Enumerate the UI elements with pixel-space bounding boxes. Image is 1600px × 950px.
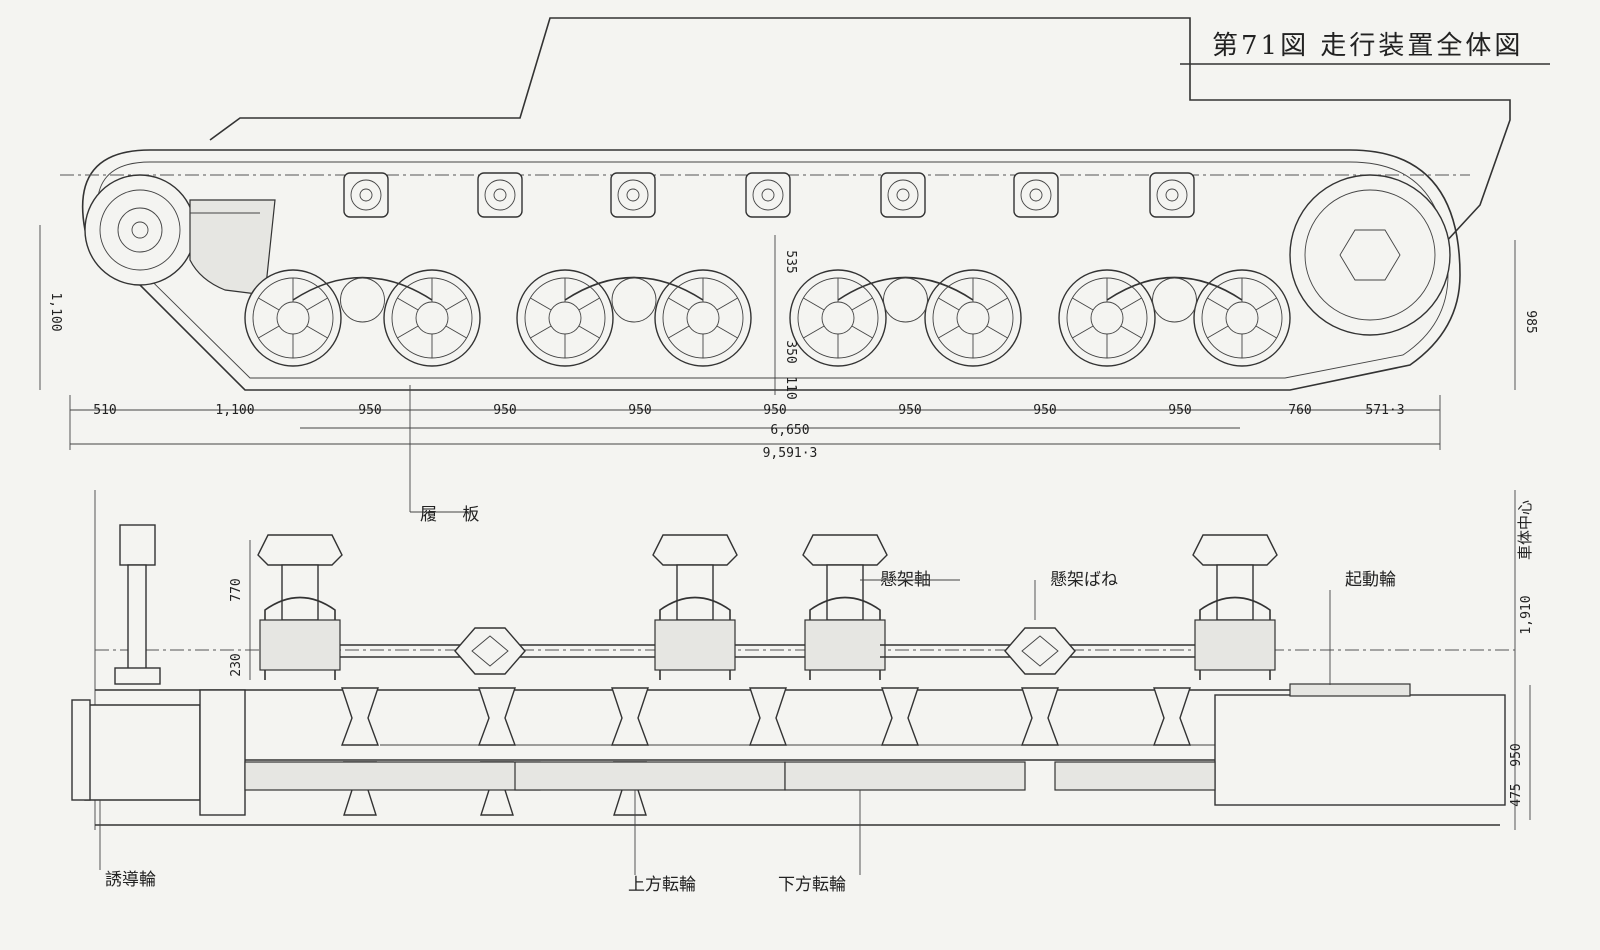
suspension-spring-label: 懸架ばね	[1050, 570, 1118, 590]
bogie-bracket-plan	[1192, 534, 1278, 680]
drive-wheel-label: 起動輪	[1345, 570, 1396, 590]
plan-view: 770 230 950 475 1,910 車体中心 履 板 懸架軸 懸架ばね …	[71, 490, 1534, 895]
bottom-dim: 510	[93, 403, 116, 418]
return-roller	[610, 172, 656, 218]
roller-plan	[340, 687, 380, 746]
roller-plan	[880, 687, 920, 746]
center-dim-a: 535	[783, 250, 798, 273]
bottom-dim: 950	[493, 403, 516, 418]
bottom-dim: 950	[628, 403, 651, 418]
vehicle-center-label: 車体中心	[1516, 500, 1534, 560]
spring-housing-plan	[454, 627, 526, 675]
suspension-spring-plan	[735, 644, 805, 658]
bogie-arm-side	[292, 276, 433, 323]
bottom-dim: 950	[358, 403, 381, 418]
road-wheel	[1193, 269, 1291, 367]
upper-roller-label: 上方転輪	[628, 875, 696, 895]
road-wheel	[1058, 269, 1156, 367]
total-length-dim: 9,591·3	[763, 446, 818, 461]
wheelbase-dim: 6,650	[770, 423, 809, 438]
idler-assembly-plan	[71, 524, 246, 816]
track-plate-label: 履 板	[420, 505, 489, 525]
bogie-bracket-plan	[652, 534, 738, 680]
height-770-dim: 770	[229, 578, 244, 601]
roller-plan	[610, 687, 650, 746]
drawing-title: 第71図 走行装置全体図	[1180, 31, 1550, 65]
roller-plan	[1020, 687, 1060, 746]
return-roller	[343, 172, 389, 218]
bogie-bracket-plan	[257, 534, 343, 680]
bottom-dim: 760	[1288, 403, 1311, 418]
lower-roller-label: 下方転輪	[778, 875, 846, 895]
road-wheel	[654, 269, 752, 367]
center-1910-dim: 1,910	[1519, 595, 1534, 634]
road-wheel	[516, 269, 614, 367]
bottom-dim: 1,100	[215, 403, 254, 418]
idler-wheel-label: 誘導輪	[105, 870, 156, 890]
title-text: 第71図 走行装置全体図	[1212, 31, 1523, 61]
road-wheel	[924, 269, 1022, 367]
roller-plan	[1152, 687, 1192, 746]
idler-wheel-side	[84, 174, 276, 296]
bottom-dim: 950	[898, 403, 921, 418]
bogie-arm-side	[564, 276, 704, 323]
drive-sprocket-plan	[1214, 683, 1506, 806]
return-roller	[477, 172, 523, 218]
bottom-dim: 950	[1168, 403, 1191, 418]
track-outline	[81, 149, 1461, 391]
return-roller	[1149, 172, 1195, 218]
roller-plan	[748, 687, 788, 746]
return-roller	[1013, 172, 1059, 218]
road-wheel	[383, 269, 481, 367]
side-view: 510 1,100 950 950 950 950 950 950 950 760 571·3 1,…	[39, 17, 1538, 461]
road-wheel	[244, 269, 342, 367]
height-230-dim: 230	[229, 653, 244, 676]
return-roller	[880, 172, 926, 218]
width-950-dim: 950	[1509, 743, 1524, 766]
drive-sprocket-side	[1289, 174, 1451, 336]
return-rollers-side	[343, 172, 1195, 218]
width-475-dim: 475	[1509, 783, 1524, 806]
bottom-dim: 571·3	[1365, 403, 1404, 418]
center-dim-c: 110	[783, 376, 798, 399]
bogie-arm-side	[837, 276, 974, 323]
right-height-dim: 985	[1523, 310, 1538, 333]
bogie-bracket-plan	[802, 534, 888, 680]
road-wheel	[789, 269, 887, 367]
bottom-dim: 950	[1033, 403, 1056, 418]
roller-plan	[477, 687, 517, 746]
hull-outline	[209, 17, 1511, 271]
left-height-dim: 1,100	[48, 292, 63, 331]
bogie-arm-side	[1106, 276, 1243, 323]
return-roller	[745, 172, 791, 218]
center-dim-b: 350	[783, 340, 798, 363]
road-wheels-side	[244, 269, 1291, 367]
bottom-dim: 950	[763, 403, 786, 418]
spring-housing-plan	[1004, 627, 1076, 675]
